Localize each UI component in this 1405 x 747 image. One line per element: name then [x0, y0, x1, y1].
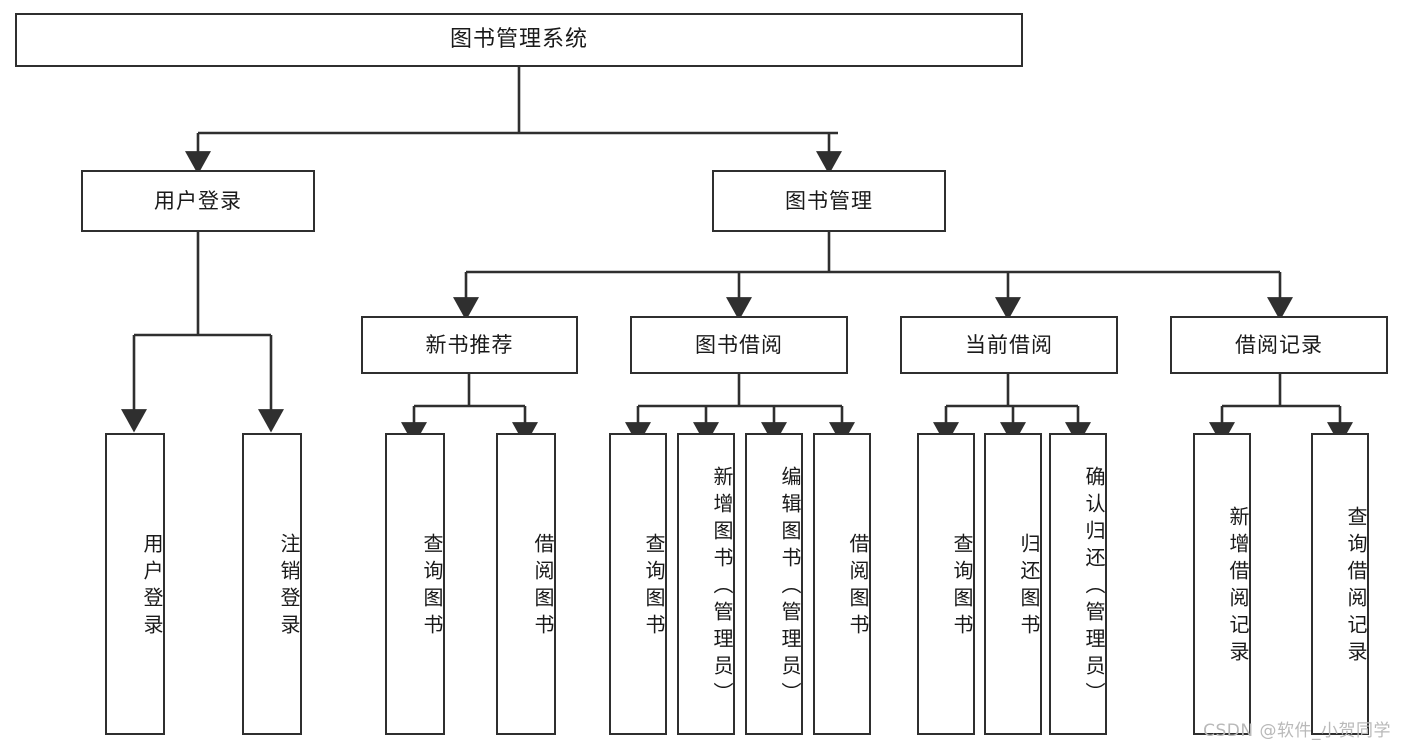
leaf-borrow-record-add[interactable]: 新增借阅记录: [1193, 433, 1251, 735]
node-borrow-record-label: 借阅记录: [1235, 332, 1323, 357]
leaf-book-borrow-borrow[interactable]: 借阅图书: [813, 433, 871, 735]
node-new-book-recommend[interactable]: 新书推荐: [361, 316, 578, 374]
leaf-label: 查询图书: [642, 533, 666, 641]
leaf-book-borrow-edit[interactable]: 编辑图书（管理员）: [745, 433, 803, 735]
node-book-manage[interactable]: 图书管理: [712, 170, 946, 232]
node-book-borrow[interactable]: 图书借阅: [630, 316, 848, 374]
leaf-label: 注销登录: [277, 533, 301, 641]
leaf-current-borrow-return[interactable]: 归还图书: [984, 433, 1042, 735]
leaf-label: 查询图书: [420, 533, 444, 641]
watermark-text: CSDN @软件_小贺同学: [1203, 721, 1391, 741]
node-borrow-record[interactable]: 借阅记录: [1170, 316, 1388, 374]
node-current-borrow-label: 当前借阅: [965, 332, 1053, 357]
node-user-login-label: 用户登录: [154, 188, 242, 213]
leaf-label: 用户登录: [140, 533, 164, 641]
leaf-label: 新增借阅记录: [1226, 506, 1250, 668]
leaf-current-borrow-query[interactable]: 查询图书: [917, 433, 975, 735]
node-user-login[interactable]: 用户登录: [81, 170, 315, 232]
leaf-current-borrow-confirm[interactable]: 确认归还（管理员）: [1049, 433, 1107, 735]
node-current-borrow[interactable]: 当前借阅: [900, 316, 1118, 374]
leaf-label: 借阅图书: [846, 533, 870, 641]
node-book-manage-label: 图书管理: [785, 188, 873, 213]
leaf-label: 查询图书: [950, 533, 974, 641]
leaf-user-login-login[interactable]: 用户登录: [105, 433, 165, 735]
node-book-borrow-label: 图书借阅: [695, 332, 783, 357]
node-new-book-recommend-label: 新书推荐: [425, 332, 514, 357]
leaf-label: 确认归还（管理员）: [1082, 465, 1106, 709]
node-root[interactable]: 图书管理系统: [15, 13, 1023, 67]
leaf-label: 归还图书: [1017, 533, 1041, 641]
leaf-user-login-logout[interactable]: 注销登录: [242, 433, 302, 735]
leaf-new-book-borrow[interactable]: 借阅图书: [496, 433, 556, 735]
leaf-book-borrow-add[interactable]: 新增图书（管理员）: [677, 433, 735, 735]
leaf-new-book-query[interactable]: 查询图书: [385, 433, 445, 735]
leaf-borrow-record-query[interactable]: 查询借阅记录: [1311, 433, 1369, 735]
leaf-label: 查询借阅记录: [1344, 506, 1368, 668]
node-root-label: 图书管理系统: [449, 27, 588, 53]
leaf-book-borrow-query[interactable]: 查询图书: [609, 433, 667, 735]
leaf-label: 新增图书（管理员）: [710, 465, 734, 709]
leaf-label: 借阅图书: [531, 533, 555, 641]
leaf-label: 编辑图书（管理员）: [778, 465, 802, 709]
